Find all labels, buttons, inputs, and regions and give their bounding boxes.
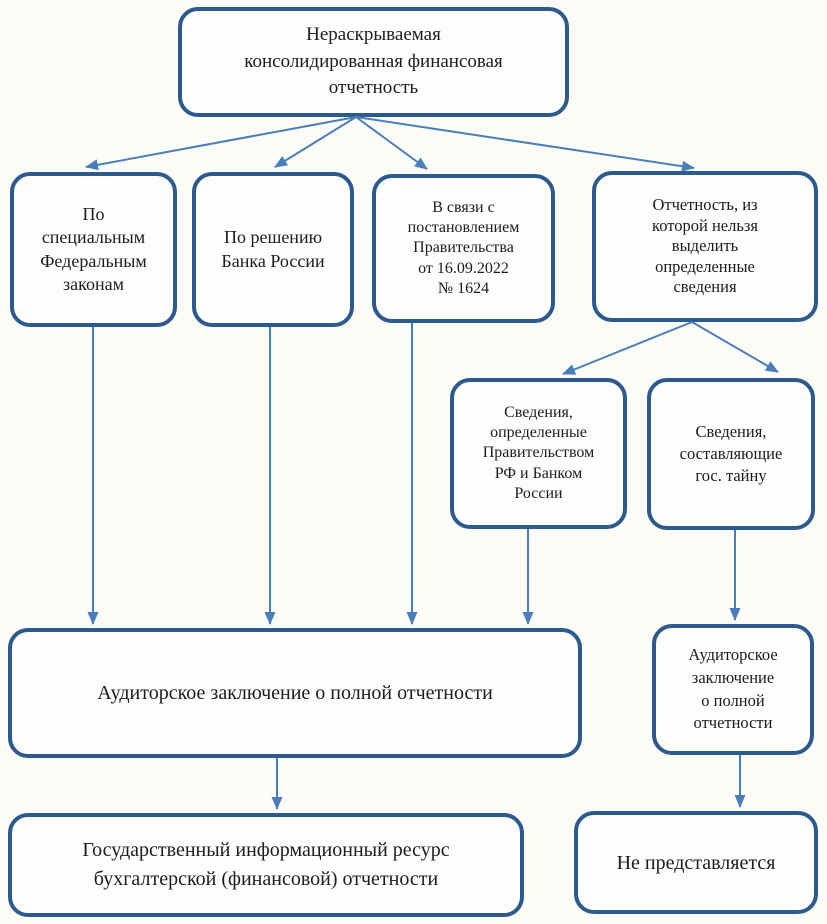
arrow-cannot-separate-to-info-gov-cb xyxy=(562,321,693,375)
node-info-defined-by-government-and-central-bank: Сведения, определенные Правительством РФ… xyxy=(450,378,627,529)
node-state-secret-information-label: Сведения, составляющие гос. тайну xyxy=(679,421,783,486)
arrow-root-to-bank-decision xyxy=(274,116,357,168)
arrow-root-to-gov-resolution xyxy=(355,116,428,170)
node-bank-of-russia-decision-label: По решению Банка России xyxy=(221,227,325,271)
node-state-secret-information: Сведения, составляющие гос. тайну xyxy=(647,378,815,530)
node-audit-opinion-full-statements-secret-branch-label: Аудиторское заключение о полной отчетнос… xyxy=(688,644,778,733)
node-not-submitted: Не представляется xyxy=(574,811,818,914)
node-bank-of-russia-decision: По решению Банка России xyxy=(192,172,354,327)
node-info-defined-by-government-and-central-bank-label: Сведения, определенные Правительством РФ… xyxy=(482,404,595,502)
node-government-resolution-1624-label: В связи с постановлением Правительства о… xyxy=(407,199,520,297)
node-special-federal-laws: По специальным Федеральным законам xyxy=(10,172,177,327)
arrow-root-to-cannot-separate xyxy=(355,116,695,172)
node-root-label: Нераскрываемая консолидированная финансо… xyxy=(244,23,503,99)
node-not-submitted-label: Не представляется xyxy=(616,851,776,874)
node-audit-opinion-full-statements-secret-branch: Аудиторское заключение о полной отчетнос… xyxy=(652,624,814,755)
node-special-federal-laws-label: По специальным Федеральным законам xyxy=(40,203,147,294)
node-state-information-resource: Государственный информационный ресурс бу… xyxy=(8,813,524,917)
node-government-resolution-1624: В связи с постановлением Правительства о… xyxy=(372,174,555,323)
node-root-undisclosed-consolidated-statements: Нераскрываемая консолидированная финансо… xyxy=(178,7,569,117)
node-audit-opinion-full-statements-label: Аудиторское заключение о полной отчетнос… xyxy=(97,682,493,704)
node-state-information-resource-label: Государственный информационный ресурс бу… xyxy=(82,839,450,890)
node-cannot-separate-information-label: Отчетность, из которой нельзя выделить о… xyxy=(652,195,758,297)
arrow-root-to-special-laws xyxy=(85,116,357,171)
node-cannot-separate-information: Отчетность, из которой нельзя выделить о… xyxy=(592,171,818,322)
arrow-cannot-separate-to-state-secret xyxy=(691,321,779,373)
node-audit-opinion-full-statements: Аудиторское заключение о полной отчетнос… xyxy=(8,628,582,758)
